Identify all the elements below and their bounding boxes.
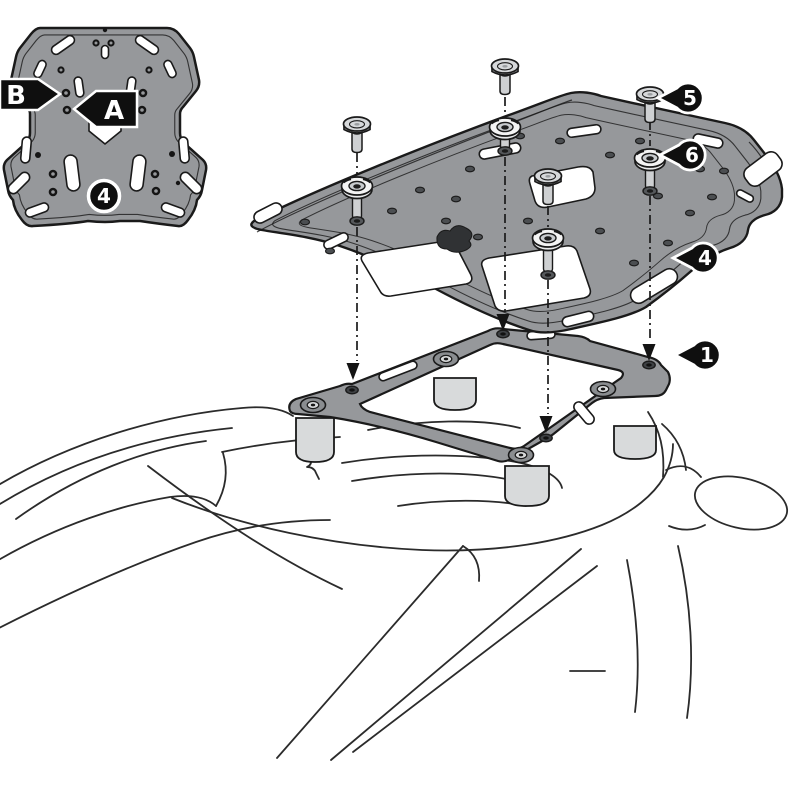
rubber-spacer [295,417,335,463]
bracket-screw-hole [496,329,510,339]
arrow-down-icon [346,363,360,380]
callout-luggage-plate: 4 [671,241,720,275]
callout-grommet: 6 [658,138,707,172]
turn-signal [693,475,789,531]
rubber-spacer [504,465,550,507]
bracket-screw-hole [642,360,656,370]
grommet-icon [488,116,522,141]
callout-screw-text: 5 [683,86,697,110]
adapter-plate: B A 4 [0,26,208,228]
grommet-icon [633,147,667,172]
grommet-icon [340,175,374,200]
label-b: B [0,77,63,112]
mounting-bracket-body [288,327,671,463]
rubber-spacer [613,425,657,460]
callout-grommet-text: 6 [685,143,699,167]
adapter-plate-badge: 4 [86,178,122,214]
bracket-ring-mount [299,396,327,414]
callout-luggage-plate-text: 4 [698,246,712,270]
adapter-plate-holes [35,27,181,197]
label-a: A [72,89,139,129]
adapter-badge-text: 4 [97,184,111,208]
screw-icon [342,116,372,154]
bracket-screw-hole [345,385,359,395]
bracket-screw-hole [539,433,553,443]
grommet-icon [531,227,565,252]
bracket-ring-mount [507,446,535,464]
rubber-spacer [433,377,477,411]
grommet-washers [340,116,667,280]
bracket-ring-mount [589,380,617,398]
bracket-ring-mount [432,350,460,368]
callout-bracket: 1 [673,338,722,372]
label-b-text: B [6,81,26,111]
brand-emblem [436,225,473,253]
label-a-text: A [104,96,124,126]
callout-screw: 5 [656,81,705,115]
alignment-lines [346,97,656,433]
screw-icon [490,58,520,96]
mounting-bracket [288,327,671,464]
motorcycle-tail-outline [0,406,789,761]
callout-bracket-text: 1 [700,343,714,367]
